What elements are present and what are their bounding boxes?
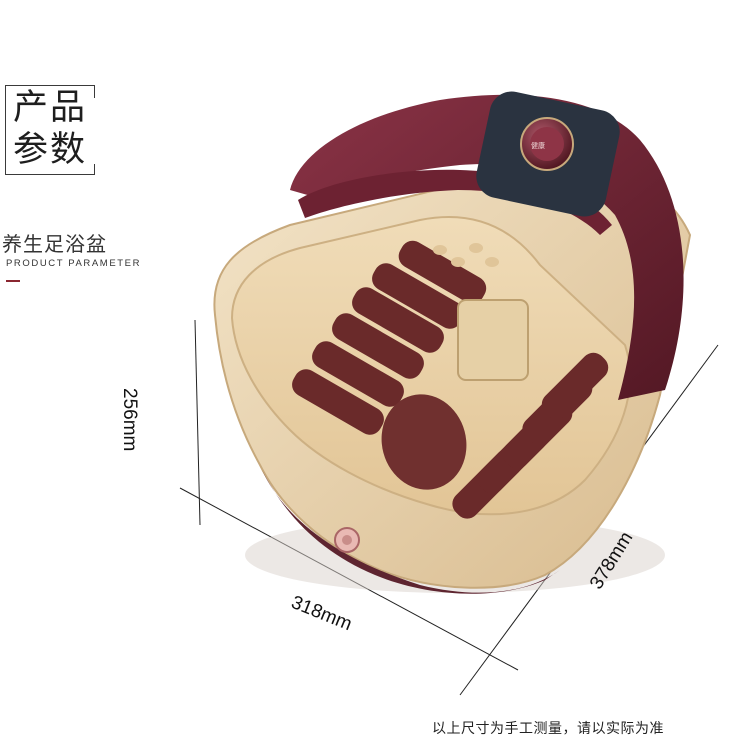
svg-text:健康: 健康 — [531, 141, 545, 150]
left-rollers — [292, 240, 487, 435]
measurement-note: 以上尺寸为手工测量，请以实际为准 — [432, 721, 664, 737]
right-rollers — [452, 352, 609, 519]
product-name: 养生足浴盆 — [2, 232, 107, 256]
title-box-gap — [93, 98, 96, 164]
massage-disc — [381, 394, 467, 490]
acupoint-bumps — [433, 243, 499, 267]
title-line-2: 参数 — [13, 130, 88, 170]
heater-block — [457, 299, 529, 381]
accent-dash — [6, 280, 20, 282]
section-label: PRODUCT PARAMETER — [6, 258, 142, 269]
title-line-1: 产品 — [13, 88, 88, 128]
title-box: 产品 参数 — [5, 85, 96, 175]
height-line — [194, 319, 201, 526]
height-dimension: 256mm — [119, 388, 140, 452]
